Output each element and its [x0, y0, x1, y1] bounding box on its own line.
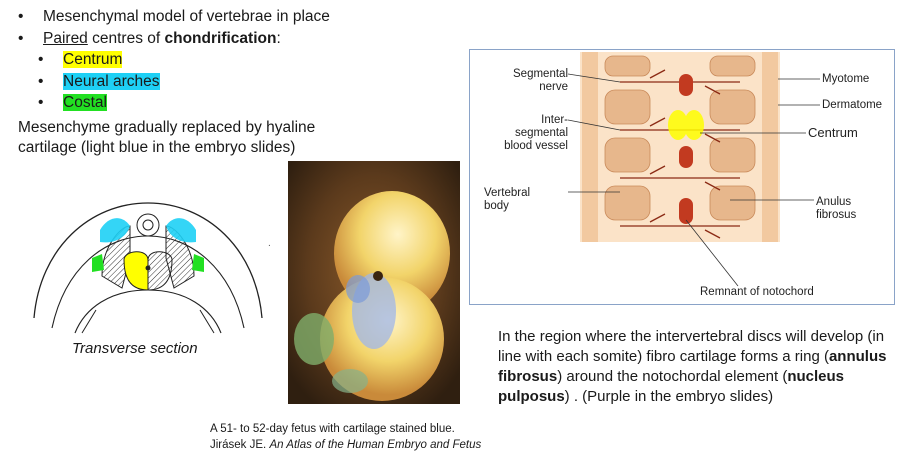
stray-mark: .	[268, 238, 271, 249]
myotome-label: Myotome	[822, 73, 870, 85]
somite-diagram: Segmental nerve Inter- segmental blood v…	[469, 49, 895, 305]
text-fragment: ) around the notochordal element (	[557, 368, 788, 385]
label-line: nerve	[539, 81, 568, 93]
label-line: blood vessel	[504, 140, 568, 152]
bullet-marker: •	[38, 51, 44, 68]
sub-bullet-item: • Costal	[18, 92, 330, 114]
fetus-photo	[288, 161, 460, 404]
bullet-item: • Paired centres of chondrification:	[18, 28, 330, 50]
fetus-caption: A 51- to 52-day fetus with cartilage sta…	[210, 421, 481, 453]
label-line: body	[484, 200, 509, 212]
notochord-label: Remnant of notochord	[700, 286, 814, 298]
mesenchyme-paragraph: Mesenchyme gradually replaced by hyaline…	[18, 119, 316, 156]
bullet-marker: •	[18, 8, 24, 25]
text-fragment: In the region where the intervertebral d…	[498, 328, 885, 365]
bold-term: annulus fibrosus	[498, 348, 887, 385]
bold-word: chondrification	[164, 29, 277, 47]
citation-author: Jirásek JE.	[210, 439, 270, 451]
costal-highlight: Costal	[63, 94, 107, 111]
label-line: fibrosus	[816, 209, 857, 221]
transverse-section-caption: Transverse section	[72, 340, 198, 357]
label-line: Anulus	[816, 196, 852, 208]
centrum-highlight: Centrum	[63, 51, 123, 68]
label-line: Vertebral	[484, 187, 531, 199]
bold-term: nucleus pulposus	[498, 368, 845, 405]
underlined-word: Paired	[43, 29, 88, 47]
bullet-marker: •	[18, 29, 24, 47]
label-line: segmental	[514, 127, 568, 139]
citation: Jirásek JE. An Atlas of the Human Embryo…	[210, 437, 481, 453]
dermatome-label: Dermatome	[822, 99, 883, 111]
bullet-text: Mesenchymal model of vertebrae in place	[43, 8, 330, 25]
bullet-list: • Mesenchymal model of vertebrae in plac…	[18, 6, 330, 114]
somite-diagram-drawing	[567, 52, 820, 287]
fetus-caption-line: A 51- to 52-day fetus with cartilage sta…	[210, 423, 455, 435]
bullet-item: • Mesenchymal model of vertebrae in plac…	[18, 6, 330, 28]
anulus-fibrosus-label: Anulus fibrosus	[816, 196, 856, 222]
text-fragment: :	[276, 29, 281, 47]
sub-bullet-item: • Neural arches	[18, 71, 330, 93]
transverse-section-drawing	[33, 202, 263, 334]
label-line: Segmental	[513, 68, 568, 80]
citation-book: An Atlas of the Human Embryo and Fetus	[269, 439, 482, 451]
segmental-nerve-label: Segmental nerve	[500, 68, 568, 94]
bullet-marker: •	[38, 72, 44, 90]
intersegmental-vessel-label: Inter- segmental blood vessel	[484, 114, 568, 153]
centrum-label: Centrum	[808, 125, 858, 140]
label-line: Inter-	[541, 114, 568, 126]
neural-arches-highlight: Neural arches	[63, 72, 160, 90]
bullet-marker: •	[38, 94, 44, 111]
sub-bullet-item: • Centrum	[18, 49, 330, 71]
vertebral-body-label: Vertebral body	[484, 187, 530, 213]
bullet-text: Paired centres of chondrification:	[43, 30, 281, 47]
text-fragment: ) . (Purple in the embryo slides)	[564, 388, 774, 405]
text-fragment: centres of	[87, 29, 165, 47]
intervertebral-disc-paragraph: In the region where the intervertebral d…	[498, 327, 893, 407]
